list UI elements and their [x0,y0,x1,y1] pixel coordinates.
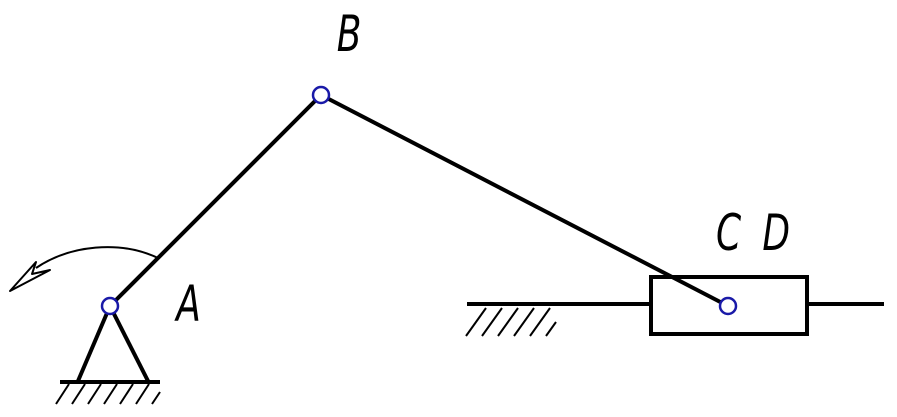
joint-c [718,296,738,316]
label-a: A [174,276,201,333]
label-d: D [762,205,790,262]
label-c: C [716,205,742,262]
link-ab [108,93,323,308]
joint-a [100,296,120,316]
pivot-support-icon [76,305,150,382]
slider-guide [465,302,884,337]
ground-hatch-a [55,380,161,405]
label-b: B [337,6,362,63]
link-bc [320,93,729,308]
joint-b [311,85,331,105]
slider-block [649,275,809,336]
curved-arrow-icon [9,246,159,292]
